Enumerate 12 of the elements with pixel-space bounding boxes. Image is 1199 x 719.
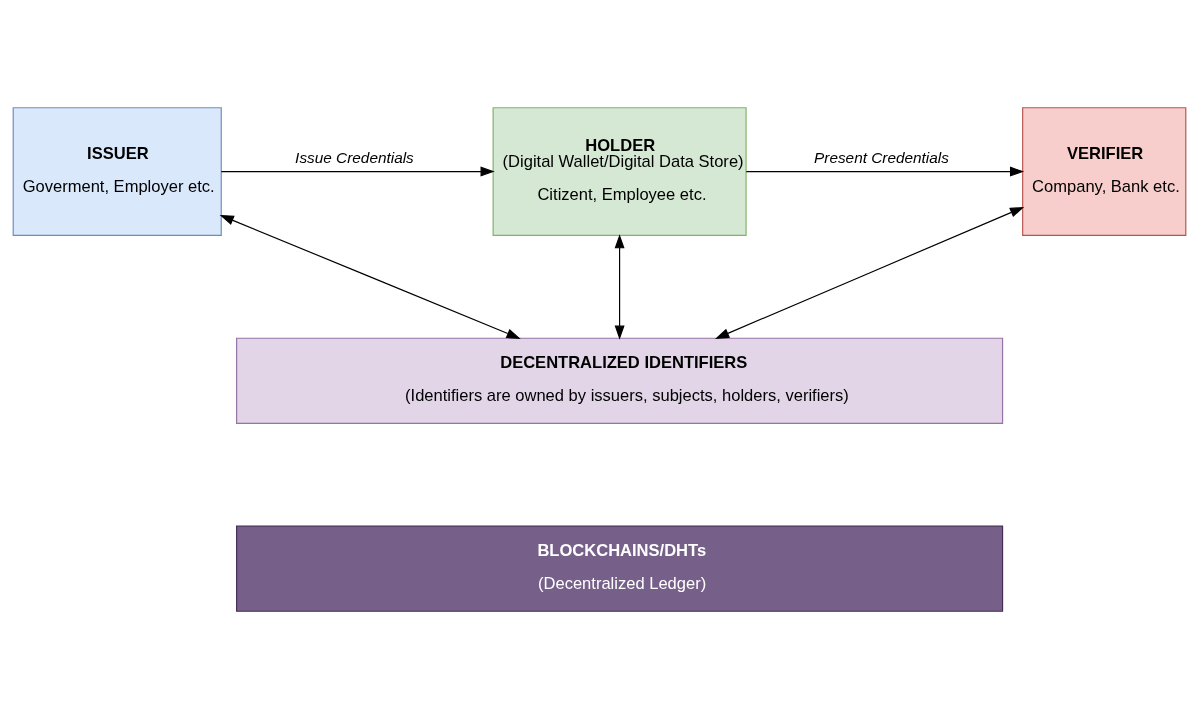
- node-box: HOLDER (Digital Wallet/Digital Data Store) Citizent, Employee etc.: [492, 107, 747, 236]
- node-box: BLOCKCHAINS/DHTs (Decentralized Ledger): [236, 525, 1004, 612]
- edge-label: Present Credentials: [814, 148, 949, 166]
- arrow: [745, 166, 1025, 177]
- arrow: [614, 234, 625, 340]
- arrow: [220, 166, 495, 177]
- node-box: ISSUER Goverment, Employer etc.: [12, 107, 222, 236]
- node-box: DECENTRALIZED IDENTIFIERS (Identifiers are owned by issuers, subjects, holders, verifiers): [236, 337, 1004, 424]
- arrow: [715, 206, 1025, 339]
- node-box: VERIFIER Company, Bank etc.: [1022, 107, 1187, 236]
- edge-label: Issue Credentials: [295, 148, 414, 166]
- arrow: [219, 214, 521, 339]
